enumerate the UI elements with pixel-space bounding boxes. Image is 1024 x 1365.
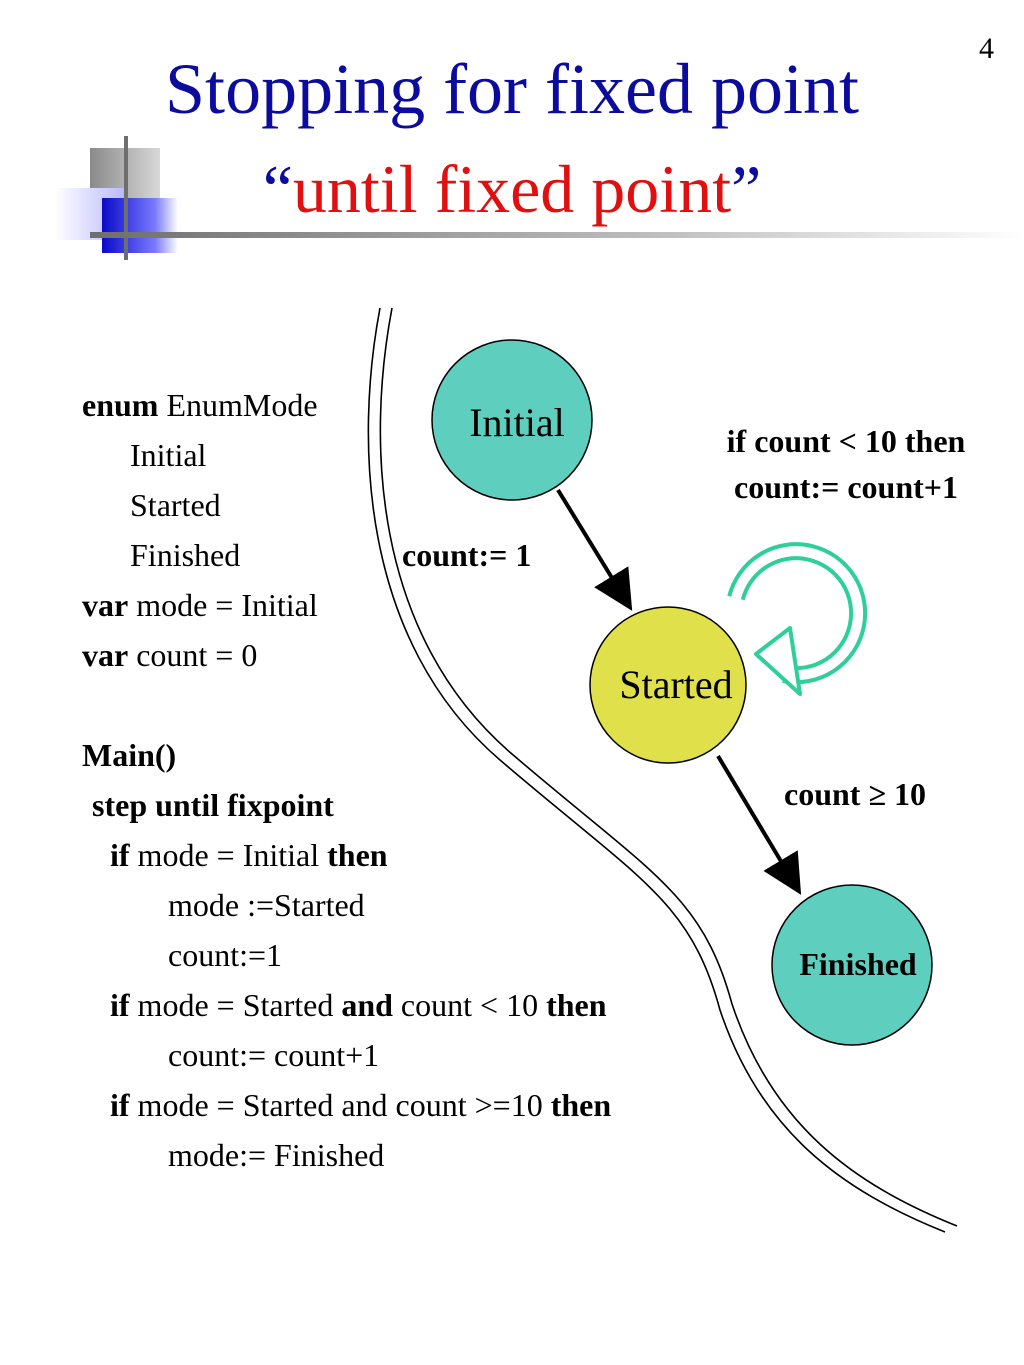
divider-curve-inner <box>379 307 958 1227</box>
title-underline <box>90 232 1024 238</box>
arrow-started-to-finished <box>716 754 802 895</box>
page-number: 4 <box>979 32 994 65</box>
step-until-fixpoint: step until fixpoint <box>92 787 334 823</box>
close-quote: ” <box>731 151 762 227</box>
loop-label-line1: if count < 10 then <box>727 423 966 459</box>
if2-body-line: count:= count+1 <box>168 1037 380 1073</box>
if2-condition-a: mode = Started <box>129 987 342 1023</box>
code-line-main: Main() <box>82 730 611 780</box>
code-line-var-mode: var mode = Initial <box>82 580 611 630</box>
code-line-var-count: var count = 0 <box>82 630 611 680</box>
divider-curve-outer <box>367 307 946 1233</box>
title-decoration-blue <box>102 198 178 253</box>
enum-value: Finished <box>130 537 241 573</box>
edge-label-count-ge-10: count ≥ 10 <box>784 776 926 812</box>
loop-label-line2: count:= count+1 <box>734 469 958 505</box>
enum-value: Started <box>130 487 221 523</box>
arrow-initial-to-started <box>556 488 633 611</box>
var-mode-decl: mode = Initial <box>128 587 318 623</box>
state-started-circle <box>589 606 747 764</box>
code-line-enum: enum EnumMode <box>82 380 611 430</box>
slide-subtitle: “until fixed point” <box>0 152 1024 227</box>
slide-title: Stopping for fixed point <box>165 49 859 129</box>
keyword-enum: enum <box>82 387 159 423</box>
enum-name: EnumMode <box>158 387 318 423</box>
self-loop-arrow <box>727 542 868 696</box>
keyword-var: var <box>82 637 129 673</box>
keyword-if: if <box>110 1087 130 1123</box>
keyword-then: then <box>327 837 388 873</box>
code-line-if2: if mode = Started and count < 10 then <box>82 980 611 1030</box>
enum-value: Initial <box>130 437 207 473</box>
state-initial-label: Initial <box>469 400 565 445</box>
keyword-then: then <box>546 987 607 1023</box>
if3-body-line: mode:= Finished <box>168 1137 385 1173</box>
code-line-if3: if mode = Started and count >=10 then <box>82 1080 611 1130</box>
keyword-var: var <box>82 587 129 623</box>
if3-condition: mode = Started and count >=10 <box>129 1087 551 1123</box>
code-line-step: step until fixpoint <box>82 780 611 830</box>
keyword-if: if <box>110 837 130 873</box>
state-started-label: Started <box>619 662 732 707</box>
code-listing: enum EnumMode Initial Started Finished v… <box>82 380 611 1180</box>
if1-condition: mode = Initial <box>129 837 328 873</box>
state-initial-circle <box>431 339 593 501</box>
subtitle-text: until fixed point <box>292 151 732 227</box>
title-decoration-vertical-line <box>124 136 128 260</box>
keyword-and: and <box>341 987 393 1023</box>
edge-label-count-init: count:= 1 <box>402 537 531 573</box>
state-finished-label: Finished <box>799 946 917 982</box>
code-line-if1: if mode = Initial then <box>82 830 611 880</box>
if2-condition-b: count < 10 <box>392 987 547 1023</box>
if1-body-line: count:=1 <box>168 937 283 973</box>
keyword-if: if <box>110 987 130 1023</box>
open-quote: “ <box>262 151 293 227</box>
keyword-then: then <box>550 1087 612 1123</box>
state-finished-circle <box>771 884 933 1046</box>
if1-body-line: mode :=Started <box>168 887 365 923</box>
var-count-decl: count = 0 <box>128 637 258 673</box>
main-decl: Main() <box>82 737 177 773</box>
